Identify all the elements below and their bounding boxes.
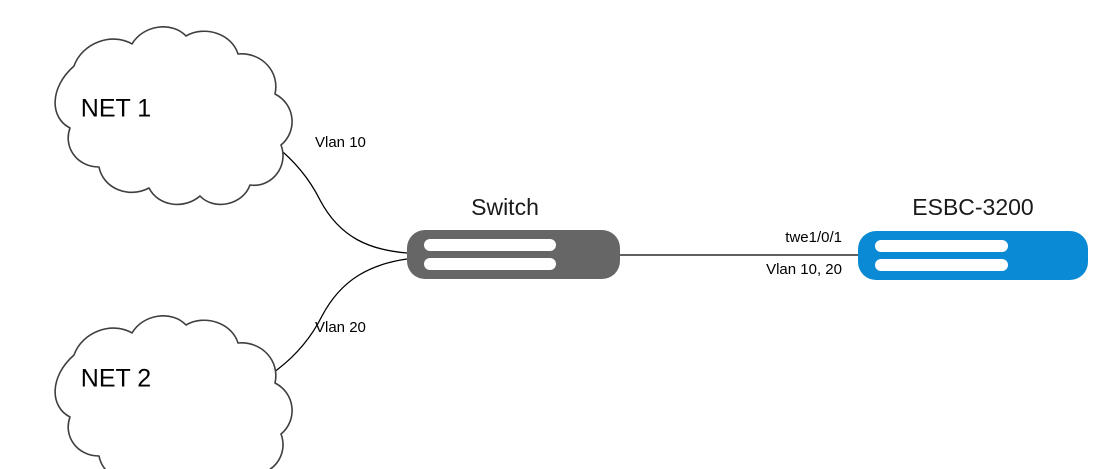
net2-cloud-shape <box>54 315 293 469</box>
esbc-chassis <box>858 231 1088 280</box>
link-label-vlan20: Vlan 20 <box>315 319 366 336</box>
link-label-vlan10: Vlan 10 <box>315 134 366 151</box>
net2-label: NET 2 <box>81 365 151 393</box>
esbc-slot-bottom <box>875 259 1008 271</box>
net1-label: NET 1 <box>81 95 151 123</box>
node-net2[interactable]: NET 2 <box>54 315 293 469</box>
esbc-slot-top <box>875 240 1008 252</box>
link-label-vlan10-20: Vlan 10, 20 <box>766 261 842 278</box>
link-label-port-twe1-0-1: twe1/0/1 <box>785 229 842 246</box>
net1-cloud-shape <box>54 26 293 206</box>
switch-slot-bottom <box>424 258 556 270</box>
switch-chassis <box>407 230 620 279</box>
switch-title: Switch <box>471 194 539 220</box>
node-switch[interactable]: Switch <box>407 194 620 279</box>
node-net1[interactable]: NET 1 <box>54 26 293 206</box>
node-esbc[interactable]: ESBC-3200 <box>858 194 1088 280</box>
esbc-title: ESBC-3200 <box>912 194 1033 220</box>
switch-slot-top <box>424 239 556 251</box>
